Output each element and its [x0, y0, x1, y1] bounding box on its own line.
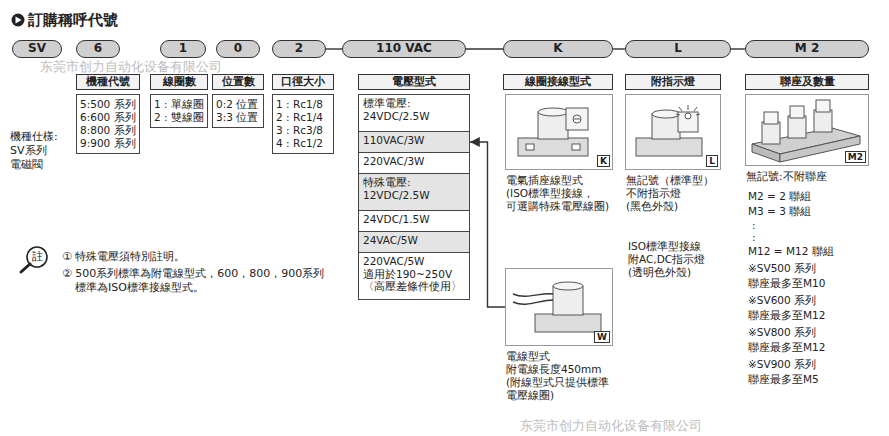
picture-letter: K [597, 155, 610, 167]
node-text: 110VAC/3W [363, 134, 465, 147]
wired-valve-w [513, 282, 601, 332]
voltage-cell: 24VDC/1.5W [358, 210, 470, 232]
field-header: 機種代號 [76, 74, 140, 90]
connector [466, 48, 503, 49]
node-text: M 2 [746, 41, 868, 56]
option-picture: W電線型式 附電線長度450mm (附線型式只提供標準電壓線圈) [505, 268, 613, 346]
voltage-cell: 24VAC/5W [358, 231, 470, 253]
field-header: 電壓型式 [358, 74, 470, 90]
node-text: 110 VAC [343, 41, 465, 56]
field-header: 附指示燈 [625, 74, 721, 90]
node-text: 電壓型式 [359, 75, 469, 89]
socket-valve-k [518, 108, 588, 156]
option-picture: K電氣插座線型式 (ISO標準型接線， 可選購特殊電壓線圈) [505, 94, 613, 170]
code-pill: 2 [272, 40, 326, 58]
voltage-cell: 特殊電壓: 12VDC/2.5W [358, 173, 470, 211]
note-icon-label: 註 [29, 250, 45, 264]
picture-letter: L [706, 155, 718, 167]
code-pill: K [503, 40, 613, 58]
code-pill: M 2 [745, 40, 869, 58]
node-text: 線圈接線型式 [504, 75, 612, 89]
option-box: 0:2 位置 3:3 位置 [212, 94, 264, 128]
node-text: 24VDC/1.5W [363, 213, 465, 226]
node-text: L [626, 41, 730, 56]
code-pill: 1 [160, 40, 206, 58]
manifold-note: ※SV900 系列 [748, 358, 816, 371]
code-pill: 6 [76, 40, 120, 58]
manifold-note: : [752, 231, 756, 244]
option-description: ISO標準型接線 附AC,DC指示燈 (透明色外殼) [628, 240, 728, 279]
node-text: SV [13, 41, 61, 56]
node-text: 220VAC/5W 適用於190~250V 〈高壓差條件使用〉 [363, 255, 465, 293]
node-text: 位置數 [213, 75, 263, 89]
option-picture: L無記號（標準型） 不附指示燈 (黑色外殼) [625, 94, 721, 170]
code-pill: 110 VAC [342, 40, 466, 58]
manifold-note: ※SV600 系列 [748, 294, 816, 307]
manifold-note: 聯座最多至M12 [748, 341, 825, 354]
option-picture: M2無記號:不附聯座 [745, 94, 869, 166]
option-description: 電氣插座線型式 (ISO標準型接線， 可選購特殊電壓線圈) [506, 174, 616, 213]
voltage-cell: 標準電壓: 24VDC/2.5W [358, 94, 470, 132]
manifold-note: ※SV800 系列 [748, 326, 816, 339]
voltage-cell: 220VAC/5W 適用於190~250V 〈高壓差條件使用〉 [358, 252, 470, 300]
picture-letter: W [594, 331, 610, 343]
connector [613, 48, 625, 49]
node-text: 機種代號 [77, 75, 139, 89]
node-text: 0:2 位置 3:3 位置 [216, 98, 261, 124]
code-pill: 0 [216, 40, 260, 58]
code-pill: L [625, 40, 731, 58]
title-icon [12, 14, 25, 27]
option-description: 無記號（標準型） 不附指示燈 (黑色外殼) [626, 174, 736, 213]
option-box: 1 : Rc1/8 2 : Rc1/4 3 : Rc3/8 4 : Rc1/2 [272, 94, 334, 154]
field-header: 位置數 [212, 74, 264, 90]
manifold-note: 聯座最多至M10 [748, 277, 825, 290]
manifold-note: M12 = M12 聯組 [748, 245, 834, 258]
voltage-cell: 110VAC/3W [358, 131, 470, 153]
node-text: K [504, 41, 612, 56]
node-text: 6 [77, 41, 119, 56]
option-box: 5:500 系列 6:600 系列 8:800 系列 9:900 系列 [76, 94, 140, 154]
node-text: 2 [273, 41, 325, 56]
manifold-note: 聯座最多至M5 [748, 373, 819, 386]
field-header: 線圈數 [150, 74, 208, 90]
node-text: 5:500 系列 6:600 系列 8:800 系列 9:900 系列 [80, 98, 137, 150]
voltage-cell: 220VAC/3W [358, 152, 470, 174]
connector [470, 142, 505, 307]
option-description: 電線型式 附電線長度450mm (附線型式只提供標準電壓線圈) [506, 350, 616, 402]
watermark: 东莞市创力自动化设备有限公司 [520, 418, 702, 434]
node-text: 附指示燈 [626, 75, 720, 89]
note-icon [21, 247, 47, 272]
node-text: 聯座及數量 [746, 75, 868, 89]
manifold-note: 聯座最多至M12 [748, 309, 825, 322]
manifold-note: M2 = 2 聯組 [748, 190, 811, 203]
note-text: ② 500系列標準為附電線型式，600，800，900系列 標準為ISO標準接線… [62, 267, 353, 295]
node-text: 標準電壓: 24VDC/2.5W [363, 97, 465, 122]
node-text: 線圈數 [151, 75, 207, 89]
lamp-valve-l [636, 105, 702, 156]
field-header: 聯座及數量 [745, 74, 869, 90]
node-text: 1 : 單線圈 2 : 雙線圈 [154, 98, 205, 124]
node-text: 24VAC/5W [363, 234, 465, 247]
field-header: 線圈接線型式 [503, 74, 613, 90]
node-text: 1 : Rc1/8 2 : Rc1/4 3 : Rc3/8 4 : Rc1/2 [276, 98, 331, 150]
manifold-note: ※SV500 系列 [748, 262, 816, 275]
field-header: 口徑大小 [272, 74, 334, 90]
option-box: 1 : 單線圈 2 : 雙線圈 [150, 94, 208, 128]
manifold-note: M3 = 3 聯組 [748, 205, 811, 218]
connector [731, 48, 745, 49]
picture-letter: M2 [845, 151, 866, 163]
node-text: 特殊電壓: 12VDC/2.5W [363, 176, 465, 201]
option-description: 無記號:不附聯座 [746, 170, 870, 183]
note-text: ① 特殊電壓須特別註明。 [62, 250, 185, 264]
node-text: 0 [217, 41, 259, 56]
spec-text: 機種仕樣: SV系列 電磁閥 [10, 130, 72, 172]
node-text: 1 [161, 41, 205, 56]
diagram-title: 訂購稱呼代號 [28, 11, 118, 29]
connector [326, 48, 342, 49]
node-text: 口徑大小 [273, 75, 333, 89]
node-text: 220VAC/3W [363, 155, 465, 168]
code-pill: SV [12, 40, 62, 58]
manifold-note: : [752, 219, 756, 232]
watermark: 东莞市创力自动化设备有限公司 [40, 59, 222, 75]
